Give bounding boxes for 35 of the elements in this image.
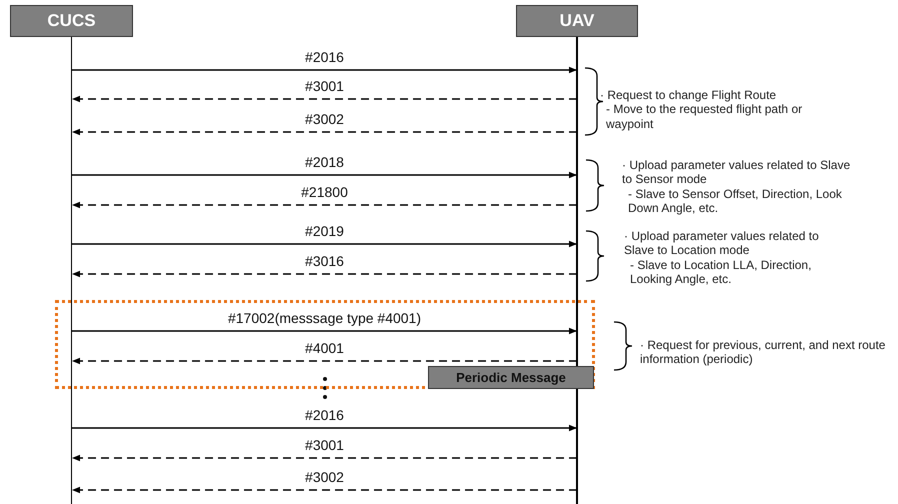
message-label: #17002(messsage type #4001) (228, 310, 422, 326)
lifeline-header: UAV (516, 5, 638, 37)
message-arrow (72, 172, 577, 178)
message-arrow (72, 328, 577, 334)
message-arrow (72, 270, 577, 278)
message-label: #2016 (305, 407, 344, 423)
periodic-tag: Periodic Message (428, 366, 594, 389)
dotted-frame (55, 300, 595, 389)
message-label: #3016 (305, 253, 344, 269)
annotation-text: · Request to change Flight Route (600, 88, 778, 102)
annotation-text: · Upload parameter values related to Slave to Location mode (624, 229, 820, 258)
message-arrow (72, 66, 577, 74)
message-label: #3002 (305, 469, 344, 485)
message-label: #2018 (305, 154, 344, 170)
annotation-text: · Upload parameter values related to Slave to Sensor mode (622, 158, 852, 187)
message-arrow (72, 486, 577, 494)
annotation-text: · Request for previous, current, and next route information (periodic) (640, 338, 886, 367)
message-arrow (72, 128, 577, 136)
message-label: #2016 (305, 49, 344, 65)
message-arrow (72, 358, 577, 364)
message-arrow (72, 424, 577, 432)
message-arrow (72, 454, 577, 462)
annotation-text: - Slave to Location LLA, Direction, Looking Angle, etc. (629, 258, 812, 287)
annotation-text: - Slave to Sensor Offset, Direction, Look Down Angle, etc. (627, 186, 843, 216)
annotation-text: - Move to the requested flight path or waypoint (605, 102, 804, 132)
message-label: #2019 (305, 223, 344, 239)
message-label: #3002 (305, 111, 344, 127)
message-arrow (72, 96, 577, 102)
message-arrow (72, 240, 577, 248)
lifeline-header: CUCS (10, 5, 133, 37)
message-arrow (72, 202, 577, 208)
message-label: #4001 (305, 340, 344, 356)
message-label: #21800 (301, 184, 348, 200)
message-label: #3001 (305, 437, 344, 453)
message-label: #3001 (305, 78, 344, 94)
